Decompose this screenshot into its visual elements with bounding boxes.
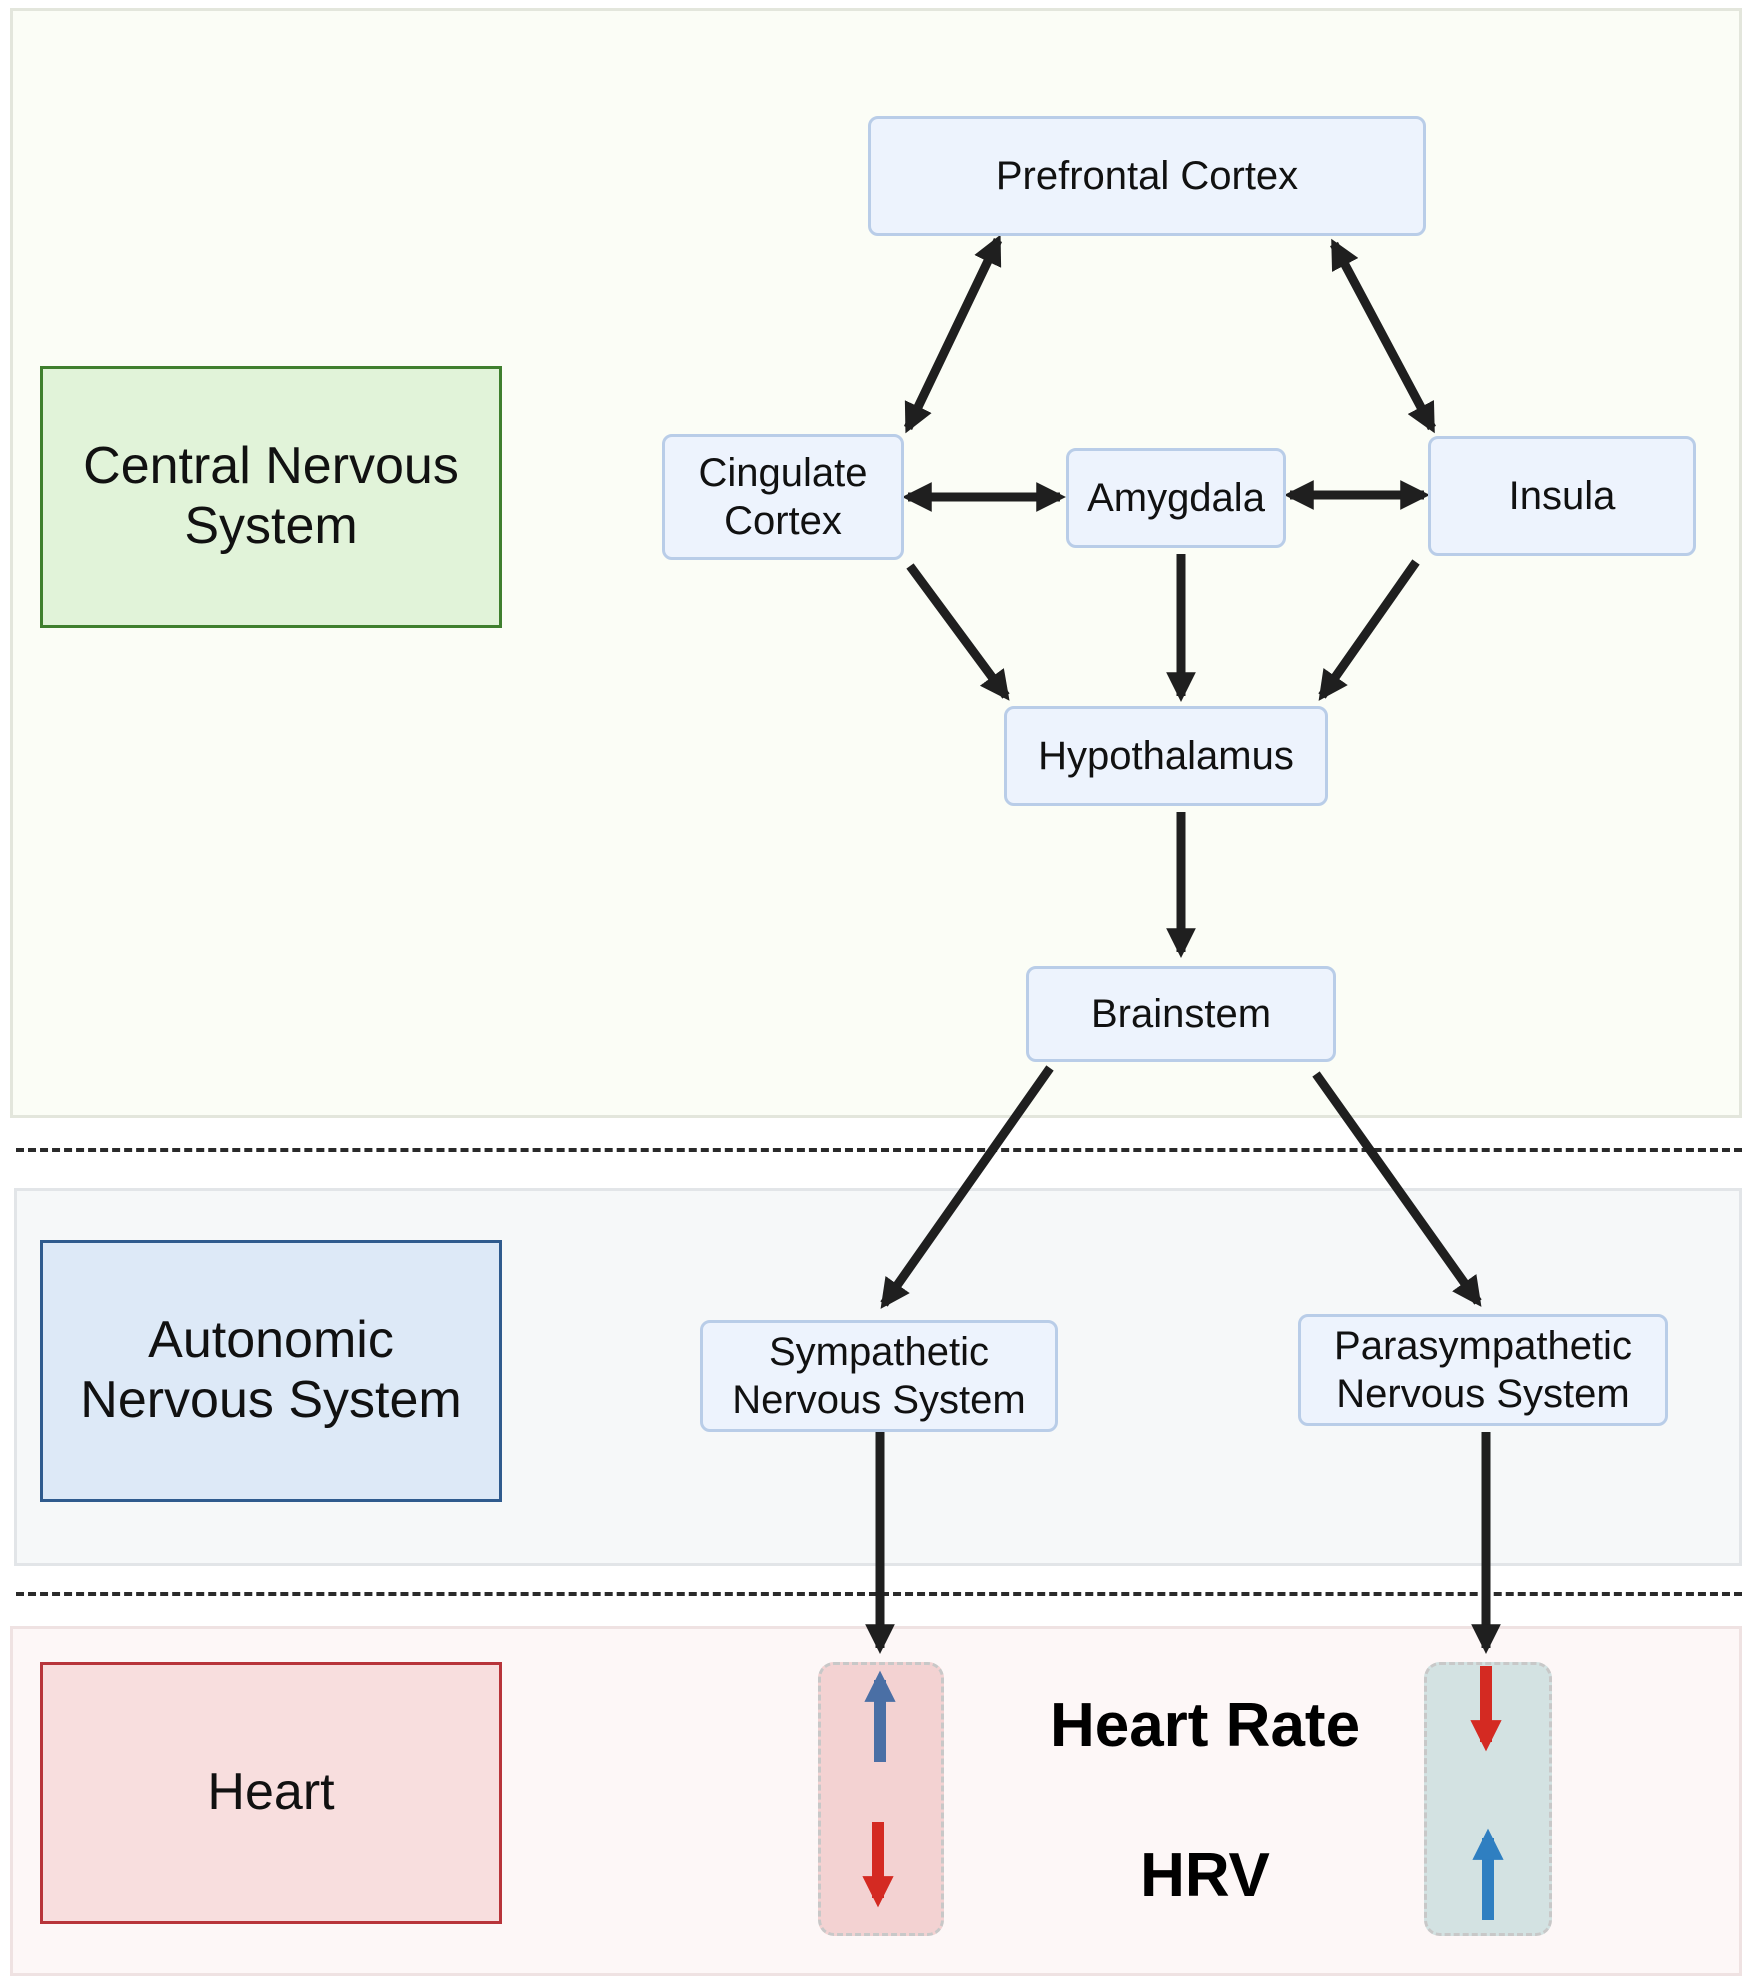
hrv-label: HRV [1140,1841,1270,1910]
node-insula: Insula [1428,436,1696,556]
arrow-insula-hypothalamus [1318,559,1420,701]
arrow-prefrontal-insula [1330,238,1436,434]
node-amygdala: Amygdala [1066,448,1286,548]
node-brainstem: Brainstem [1026,966,1336,1062]
ans-level-label: Autonomic Nervous System [40,1240,502,1502]
arrow-brainstem-sympathetic [880,1065,1054,1309]
node-cingulate-cortex: Cingulate Cortex [662,434,904,560]
node-prefrontal-cortex: Prefrontal Cortex [868,116,1426,236]
divider-cns-ans [16,1148,1742,1152]
heart-rate-label: Heart Rate [1049,1691,1361,1760]
arrow-cingulate-hypothalamus [906,563,1010,701]
node-sympathetic: Sympathetic Nervous System [700,1320,1058,1432]
node-parasympathetic: Parasympathetic Nervous System [1298,1314,1668,1426]
cns-level-label: Central Nervous System [40,366,502,628]
arrow-prefrontal-cingulate [903,234,1003,434]
heart-level-label: Heart [40,1662,502,1924]
node-hypothalamus: Hypothalamus [1004,706,1328,806]
arrow-brainstem-parasympathetic [1312,1071,1482,1307]
